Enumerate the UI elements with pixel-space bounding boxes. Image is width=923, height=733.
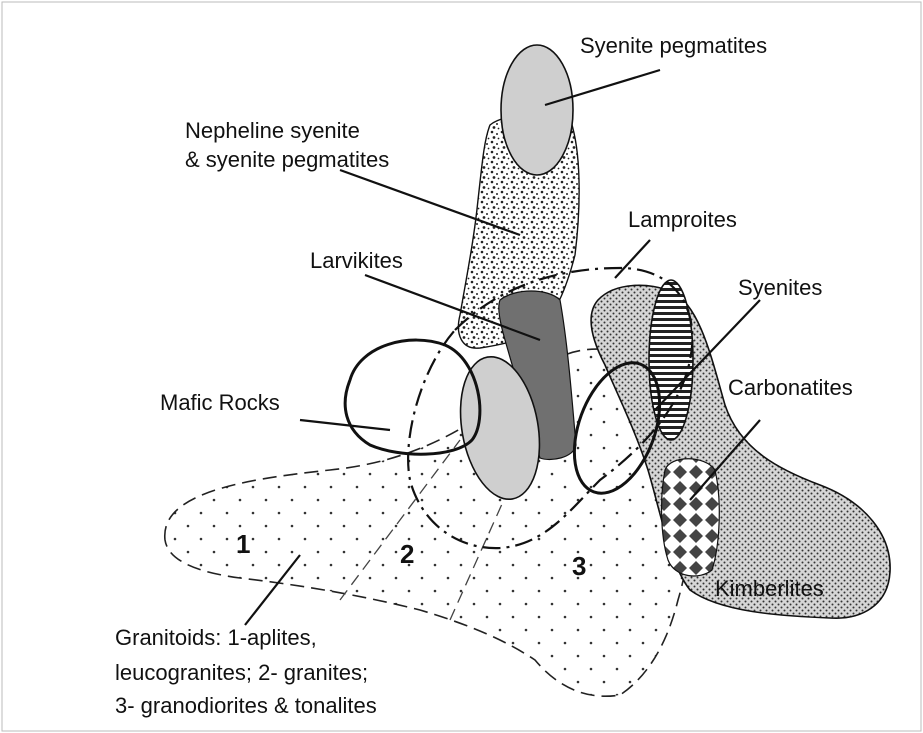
granitoid-divider-1 bbox=[339, 439, 461, 601]
zone-number-2: 2 bbox=[400, 539, 414, 569]
label-kimberlites: Kimberlites bbox=[715, 576, 824, 601]
label-nepheline-line1: Nepheline syenite bbox=[185, 118, 360, 143]
mafic-rocks-boundary bbox=[343, 338, 482, 456]
zone-number-1: 1 bbox=[236, 529, 250, 559]
label-granitoids-line1: Granitoids: 1-aplites, bbox=[115, 625, 317, 650]
leader-larvikites bbox=[364, 273, 541, 342]
label-larvikites: Larvikites bbox=[310, 248, 403, 273]
leader-mafic-rocks bbox=[299, 418, 391, 432]
label-syenite-pegmatites: Syenite pegmatites bbox=[580, 33, 767, 58]
syenite-pegmatites-field bbox=[500, 44, 574, 176]
carbonatites-field bbox=[660, 458, 720, 577]
leader-granitoids bbox=[244, 554, 301, 626]
syenites-boundary bbox=[572, 361, 662, 495]
leader-lamproites bbox=[614, 239, 651, 279]
leader-nepheline-syenite bbox=[339, 168, 521, 237]
leader-syenite-pegmatites bbox=[544, 68, 661, 107]
label-granitoids-line2: leucogranites; 2- granites; bbox=[115, 660, 368, 685]
label-lamproites: Lamproites bbox=[628, 207, 737, 232]
larvikites-field bbox=[498, 290, 577, 461]
leader-syenites bbox=[654, 299, 761, 411]
syenites-field bbox=[648, 279, 694, 441]
label-nepheline-line2: & syenite pegmatites bbox=[185, 147, 389, 172]
grey-ellipse-field bbox=[459, 355, 541, 501]
lamproites-boundary bbox=[407, 266, 694, 550]
label-syenites: Syenites bbox=[738, 275, 822, 300]
label-mafic-rocks: Mafic Rocks bbox=[160, 390, 280, 415]
label-carbonatites: Carbonatites bbox=[728, 375, 853, 400]
leader-carbonatites bbox=[689, 419, 761, 501]
label-granitoids-line3: 3- granodiorites & tonalites bbox=[115, 693, 377, 718]
zone-number-3: 3 bbox=[572, 551, 586, 581]
